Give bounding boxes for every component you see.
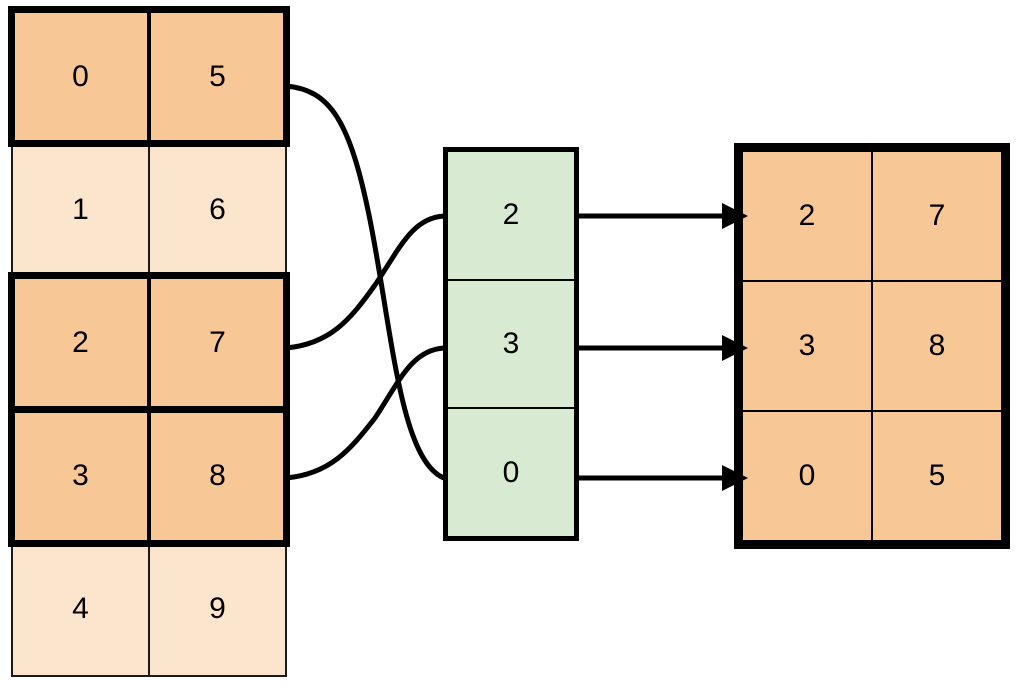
table-row: 4 9: [11, 541, 287, 677]
table-row: 1 6: [11, 142, 287, 278]
arrow-index1-to-result1: [579, 335, 748, 361]
cell: 4: [11, 541, 150, 677]
index-vector-table: 2 3 0: [443, 147, 579, 541]
cell: 2: [446, 150, 576, 281]
cell: 7: [871, 150, 1003, 282]
table-row: 0 5: [741, 409, 1003, 542]
cell: 1: [11, 142, 150, 278]
table-row: 3: [446, 278, 576, 410]
cell: 8: [871, 279, 1003, 412]
curve-row0-to-index0: [285, 83, 446, 481]
cell: 2: [11, 275, 150, 411]
table-row: 3 8: [741, 279, 1003, 412]
cell: 2: [741, 150, 873, 282]
source-array-table: 0 5 1 6 2 7 3 8 4 9: [8, 5, 290, 677]
cell: 3: [741, 279, 873, 412]
cell: 7: [148, 275, 287, 411]
result-array-table: 2 7 3 8 0 5: [734, 143, 1010, 549]
cell: 5: [148, 9, 287, 145]
cell: 3: [446, 278, 576, 410]
cell: 0: [741, 409, 873, 542]
arrow-index2-to-result2: [579, 465, 748, 491]
table-row: 0 5: [8, 5, 290, 148]
arrow-index0-to-result0: [579, 203, 748, 229]
cell: 8: [148, 408, 287, 544]
cell: 5: [871, 409, 1003, 542]
cell: 3: [11, 408, 150, 544]
table-row: 2 7: [8, 272, 290, 414]
table-row: 2 7: [741, 150, 1003, 282]
curve-row2-to-index2: [285, 213, 445, 351]
curve-row3-to-index3: [285, 345, 445, 481]
table-row: 0: [446, 407, 576, 538]
cell: 0: [446, 407, 576, 538]
cell: 0: [11, 9, 150, 145]
table-row: 3 8: [8, 405, 290, 547]
cell: 9: [148, 541, 287, 677]
cell: 6: [148, 142, 287, 278]
table-row: 2: [446, 150, 576, 281]
